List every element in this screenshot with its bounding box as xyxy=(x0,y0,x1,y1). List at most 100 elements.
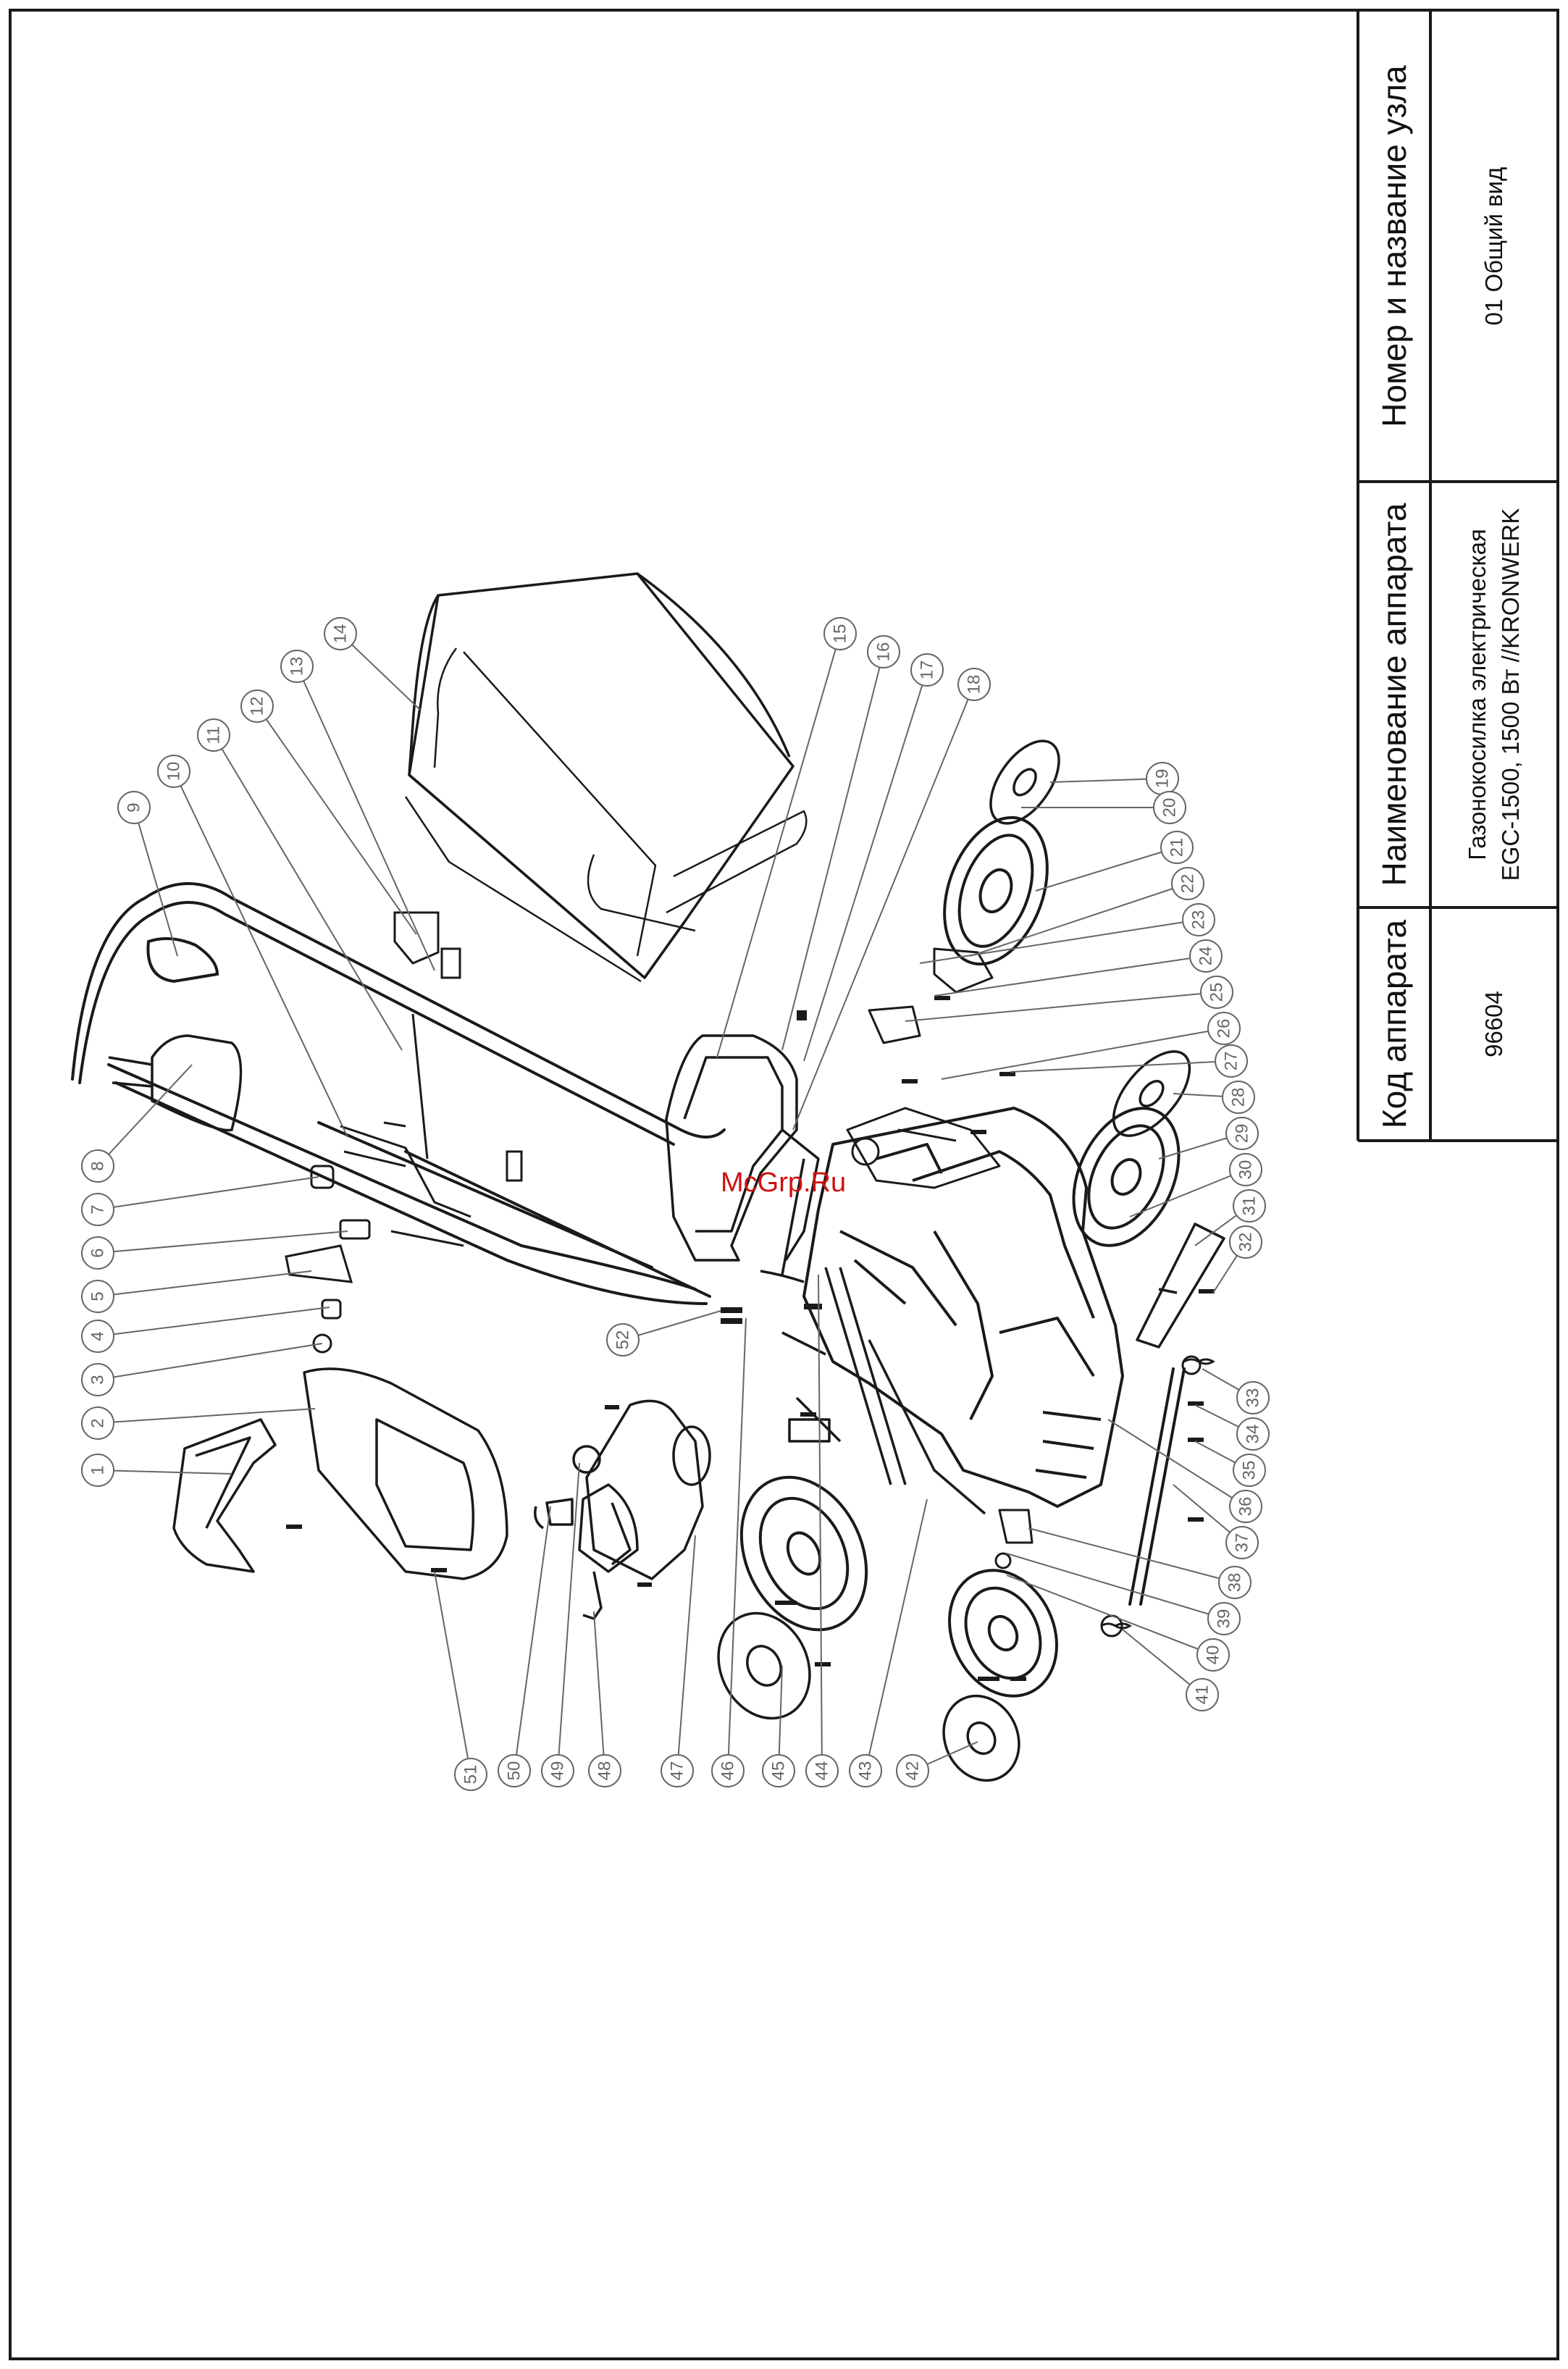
device-header: Наименование аппарата xyxy=(1375,503,1414,886)
callout-number: 40 xyxy=(1204,1645,1223,1665)
callout-36: 36 xyxy=(1230,1490,1262,1522)
callout-8: 8 xyxy=(82,1150,114,1182)
callout-number: 6 xyxy=(88,1248,108,1257)
callout-40: 40 xyxy=(1197,1639,1229,1671)
leader-line-18 xyxy=(793,684,974,1130)
callout-22: 22 xyxy=(1172,868,1204,900)
callout-leaders xyxy=(98,634,1253,1774)
callout-number: 42 xyxy=(903,1761,923,1781)
leader-line-47 xyxy=(677,1535,695,1771)
callout-21: 21 xyxy=(1161,831,1193,863)
leader-line-25 xyxy=(905,992,1217,1021)
callout-number: 17 xyxy=(918,661,937,680)
leader-line-3 xyxy=(98,1343,322,1380)
callout-bubbles: 1234567891011121314151617181920212223242… xyxy=(82,618,1269,1790)
callout-number: 37 xyxy=(1233,1533,1252,1553)
callout-number: 28 xyxy=(1229,1088,1249,1107)
callout-51: 51 xyxy=(455,1758,487,1790)
leader-line-11 xyxy=(214,735,402,1050)
hubcap-rear-right xyxy=(930,1683,1032,1793)
callout-3: 3 xyxy=(82,1364,114,1396)
leader-line-48 xyxy=(594,1611,605,1771)
callout-47: 47 xyxy=(661,1755,693,1787)
leader-line-4 xyxy=(98,1307,330,1336)
callout-number: 24 xyxy=(1196,947,1216,966)
callout-4: 4 xyxy=(82,1320,114,1352)
callout-13: 13 xyxy=(281,650,313,682)
callout-number: 8 xyxy=(88,1161,108,1170)
callout-52: 52 xyxy=(607,1324,639,1356)
device-name: Газонокосилка электрическая EGC-1500, 15… xyxy=(1461,508,1527,881)
callout-number: 27 xyxy=(1222,1052,1241,1071)
callout-44: 44 xyxy=(806,1755,838,1787)
callout-46: 46 xyxy=(712,1755,744,1787)
wheel-rear-right xyxy=(930,1553,1077,1714)
leader-line-24 xyxy=(934,956,1206,996)
callout-number: 43 xyxy=(856,1761,876,1781)
callout-number: 41 xyxy=(1193,1685,1212,1705)
callout-24: 24 xyxy=(1190,940,1222,972)
leader-line-51 xyxy=(435,1572,471,1774)
callout-number: 51 xyxy=(461,1765,481,1785)
callout-number: 35 xyxy=(1240,1461,1259,1480)
callout-number: 12 xyxy=(248,697,267,716)
callout-17: 17 xyxy=(911,654,943,686)
callout-50: 50 xyxy=(498,1755,530,1787)
callout-number: 15 xyxy=(831,624,850,644)
callout-number: 47 xyxy=(668,1761,687,1781)
leader-line-39 xyxy=(1007,1554,1224,1619)
leader-line-10 xyxy=(174,771,348,1137)
callout-25: 25 xyxy=(1201,976,1233,1008)
callout-number: 18 xyxy=(965,675,984,695)
leader-line-50 xyxy=(514,1506,550,1771)
callout-15: 15 xyxy=(824,618,856,650)
cable-rod xyxy=(340,1126,471,1246)
callout-2: 2 xyxy=(82,1407,114,1439)
code-value: 96604 xyxy=(1477,991,1511,1057)
callout-43: 43 xyxy=(850,1755,881,1787)
callout-5: 5 xyxy=(82,1280,114,1312)
wheel-front-left xyxy=(1053,1091,1199,1262)
callout-number: 10 xyxy=(164,762,184,781)
callout-29: 29 xyxy=(1226,1118,1258,1149)
leader-line-21 xyxy=(1036,847,1177,891)
leader-line-44 xyxy=(818,1275,822,1771)
callout-6: 6 xyxy=(82,1237,114,1269)
leader-line-43 xyxy=(865,1499,927,1771)
callout-34: 34 xyxy=(1237,1418,1269,1450)
callout-number: 49 xyxy=(548,1761,568,1781)
callout-number: 1 xyxy=(88,1465,108,1475)
callout-number: 38 xyxy=(1225,1573,1245,1593)
callout-number: 7 xyxy=(88,1204,108,1214)
leader-line-40 xyxy=(1007,1575,1213,1655)
callout-number: 34 xyxy=(1244,1425,1263,1444)
callout-number: 44 xyxy=(813,1761,832,1781)
motor-assembly xyxy=(535,1401,710,1619)
leader-line-1 xyxy=(98,1470,232,1474)
leader-line-49 xyxy=(558,1463,579,1771)
callout-number: 13 xyxy=(288,657,307,676)
callout-20: 20 xyxy=(1154,792,1186,823)
leader-line-2 xyxy=(98,1409,315,1423)
callout-number: 20 xyxy=(1160,798,1180,818)
leader-line-12 xyxy=(257,706,416,934)
callout-number: 16 xyxy=(874,642,894,662)
callout-9: 9 xyxy=(118,792,150,823)
callout-number: 19 xyxy=(1153,769,1173,789)
callout-number: 31 xyxy=(1240,1196,1259,1216)
callout-1: 1 xyxy=(82,1454,114,1486)
leader-line-16 xyxy=(782,652,884,1050)
leader-line-6 xyxy=(98,1231,348,1253)
callout-30: 30 xyxy=(1230,1154,1262,1186)
callout-number: 36 xyxy=(1236,1497,1256,1517)
callout-number: 2 xyxy=(88,1418,108,1427)
callout-14: 14 xyxy=(324,618,356,650)
leader-line-22 xyxy=(970,884,1188,956)
callout-number: 32 xyxy=(1236,1233,1256,1252)
callout-16: 16 xyxy=(868,636,900,668)
callout-number: 39 xyxy=(1215,1609,1234,1629)
callout-number: 21 xyxy=(1167,838,1187,858)
leader-line-7 xyxy=(98,1177,319,1209)
callout-35: 35 xyxy=(1233,1454,1265,1486)
